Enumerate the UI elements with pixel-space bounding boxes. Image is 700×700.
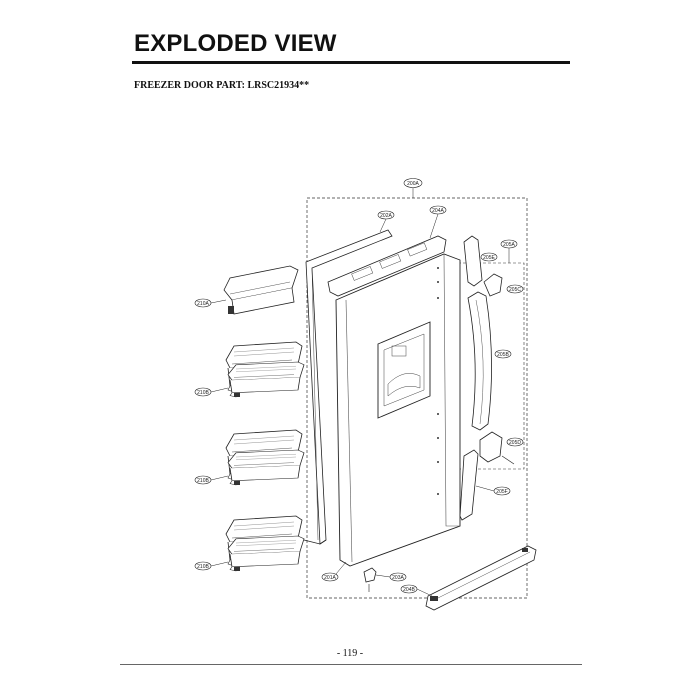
callout-205B: 205B bbox=[497, 352, 509, 358]
door-bin-small bbox=[223, 265, 299, 315]
callout-205C: 205C bbox=[509, 287, 521, 293]
callout-200A: 200A bbox=[407, 181, 419, 187]
page-number: - 119 - bbox=[336, 648, 364, 659]
door-handle bbox=[467, 291, 492, 431]
callout-203A: 203A bbox=[392, 575, 404, 581]
callout-204B: 204B bbox=[403, 587, 415, 593]
hinge-cap bbox=[363, 567, 377, 583]
callout-205F: 205F bbox=[496, 489, 507, 495]
assembly-frame bbox=[306, 197, 528, 599]
door-bottom-cap bbox=[425, 545, 537, 611]
upper-handle-bracket bbox=[483, 273, 503, 297]
lower-handle-trim bbox=[459, 449, 479, 521]
freezer-door-panel bbox=[335, 253, 461, 567]
door-gasket bbox=[303, 229, 393, 545]
page-title: EXPLODED VIEW bbox=[134, 30, 337, 57]
callout-202A: 202A bbox=[380, 213, 392, 219]
callout-205A: 205A bbox=[503, 242, 515, 248]
door-bin-2-lower bbox=[227, 449, 305, 486]
callout-210A: 210A bbox=[197, 301, 209, 307]
callout-204A: 204A bbox=[432, 208, 444, 214]
door-bin-3-lower bbox=[227, 535, 305, 572]
callout-205E: 205E bbox=[483, 255, 495, 261]
callout-210B-3: 210B bbox=[197, 564, 209, 570]
lower-handle-bracket bbox=[479, 431, 503, 463]
bottom-divider bbox=[120, 664, 582, 665]
part-subtitle: FREEZER DOOR PART: LRSC21934** bbox=[134, 80, 310, 91]
title-underline bbox=[132, 61, 570, 64]
callout-210B-2: 210B bbox=[197, 478, 209, 484]
callout-205D: 205D bbox=[509, 440, 521, 446]
upper-handle-trim bbox=[463, 235, 483, 287]
callout-210B-1: 210B bbox=[197, 390, 209, 396]
callout-201A: 201A bbox=[324, 575, 336, 581]
door-bin-1-lower bbox=[227, 361, 305, 398]
door-top-cap bbox=[327, 235, 447, 297]
